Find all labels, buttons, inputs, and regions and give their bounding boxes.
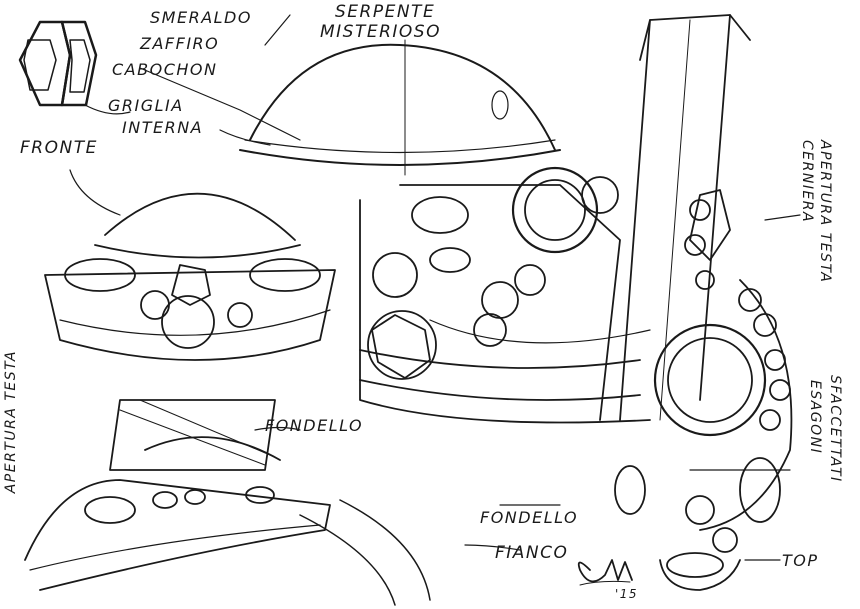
label-griglia: GRIGLIA <box>108 96 184 115</box>
housing-body-sketch <box>359 166 651 424</box>
label-top: TOP <box>782 551 819 570</box>
label-serpente: SERPENTE <box>335 2 436 22</box>
label-apertura-testa-right: APERTURA TESTA <box>817 140 833 284</box>
label-misterioso: MISTERIOSO <box>320 22 441 42</box>
signature-year: '15 <box>615 587 639 601</box>
label-fronte: FRONTE <box>20 138 98 158</box>
label-fondello-lower: FONDELLO <box>480 508 579 527</box>
side-view-sketch <box>24 436 431 606</box>
label-esagoni: ESAGONI <box>807 380 823 455</box>
label-cabochon: CABOCHON <box>112 60 218 79</box>
label-fianco: FIANCO <box>495 543 569 563</box>
label-fondello-center: FONDELLO <box>265 416 364 435</box>
leader-lines <box>69 14 801 561</box>
hexagon-grid-icon <box>18 20 98 107</box>
front-view-sketch <box>44 192 336 471</box>
label-cerniera: CERNIERA <box>799 140 815 224</box>
signature-mark <box>577 559 633 586</box>
label-sfaccettati: SFACCETTATI <box>827 375 843 483</box>
label-apertura-testa-left: APERTURA TESTA <box>3 350 19 494</box>
label-smeraldo: SMERALDO <box>150 8 252 27</box>
main-dome-sketch <box>239 39 561 176</box>
bracelet-sketch <box>614 14 793 591</box>
label-zaffiro: ZAFFIRO <box>140 34 220 53</box>
label-interna: INTERNA <box>122 118 204 137</box>
